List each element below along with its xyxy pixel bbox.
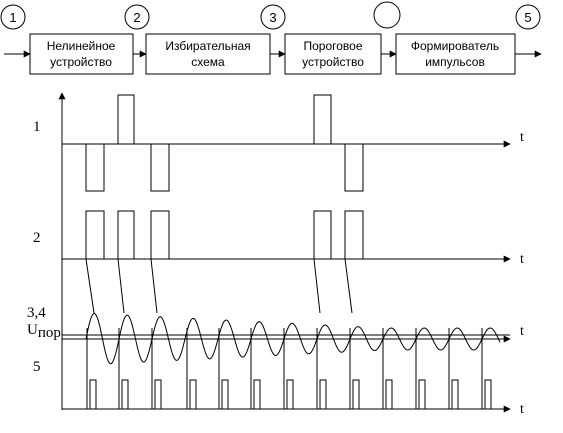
- block-selective-circuit: Избирательная схема: [145, 33, 271, 75]
- row-5-pulse: [89, 379, 97, 410]
- node-3: 3: [260, 4, 286, 30]
- block-pulse-shaper-line1: Формирователь: [411, 39, 499, 53]
- row-1-pulse-pos: [313, 94, 332, 145]
- row-5-pulse: [121, 379, 129, 410]
- row-2-pulse: [150, 210, 170, 260]
- row-5-waveform: [89, 379, 492, 410]
- node-4: [373, 1, 401, 29]
- row-2-pulse: [313, 210, 332, 260]
- node-3-label: 3: [269, 10, 276, 25]
- row-5-pulse: [319, 379, 327, 410]
- row-1-pulse-neg: [85, 143, 105, 192]
- block-nonlinear-device-line1: Нелинейное: [47, 39, 116, 53]
- row-1-pulse-pos: [117, 94, 135, 145]
- row-5-drop-lines: [86, 328, 483, 409]
- connector-lines: [85, 258, 353, 314]
- row-1-waveform: [85, 94, 364, 192]
- row-34-label: 3,4: [27, 305, 46, 321]
- row-1-pulse-neg: [344, 143, 364, 192]
- block-threshold-device-line2: устройство: [302, 55, 364, 69]
- row-5-pulse: [154, 379, 162, 410]
- block-pulse-shaper-line2: импульсов: [425, 55, 485, 69]
- row-2-pulse: [85, 210, 105, 260]
- threshold-label-main: U: [27, 322, 38, 338]
- threshold-label-sub: пор: [38, 325, 61, 341]
- node-1: 1: [0, 4, 26, 30]
- node-2: 2: [124, 4, 150, 30]
- row-5-pulse: [286, 379, 294, 410]
- timing-axes: [58, 92, 511, 413]
- block-selective-circuit-line2: схема: [191, 55, 225, 69]
- block-threshold-device: Пороговое устройство: [284, 33, 382, 75]
- block-threshold-device-line1: Пороговое: [303, 39, 362, 53]
- block-nonlinear-device-line2: устройство: [50, 55, 112, 69]
- row-2-waveform: [85, 210, 364, 260]
- row-5-pulse: [352, 379, 360, 410]
- node-2-label: 2: [133, 10, 140, 25]
- row-5-pulse: [451, 379, 459, 410]
- row-34-oscillation: [85, 312, 501, 365]
- t-label-row-1: t: [520, 130, 524, 145]
- node-1-label: 1: [9, 10, 16, 25]
- row-5-label: 5: [33, 359, 41, 375]
- node-5-label: 5: [524, 10, 531, 25]
- row-2-pulse: [117, 210, 135, 260]
- row-5-pulse: [189, 379, 197, 410]
- block-pulse-shaper: Формирователь импульсов: [395, 33, 516, 75]
- row-5-pulse: [253, 379, 261, 410]
- row-1-pulse-neg: [150, 143, 170, 192]
- row-5-pulse: [484, 379, 492, 410]
- node-5: 5: [515, 4, 541, 30]
- t-label-row-5: t: [520, 402, 524, 417]
- row-1-label: 1: [33, 119, 41, 135]
- threshold-label: Uпор: [27, 322, 61, 341]
- block-selective-circuit-line1: Избирательная: [165, 39, 250, 53]
- t-label-row-2: t: [520, 252, 524, 267]
- row-5-pulse: [418, 379, 426, 410]
- row-2-pulse: [344, 210, 364, 260]
- block-nonlinear-device: Нелинейное устройство: [29, 33, 134, 75]
- t-label-row-34: t: [520, 324, 524, 339]
- row-5-pulse: [221, 379, 229, 410]
- row-2-label: 2: [33, 230, 41, 246]
- row-5-pulse: [385, 379, 393, 410]
